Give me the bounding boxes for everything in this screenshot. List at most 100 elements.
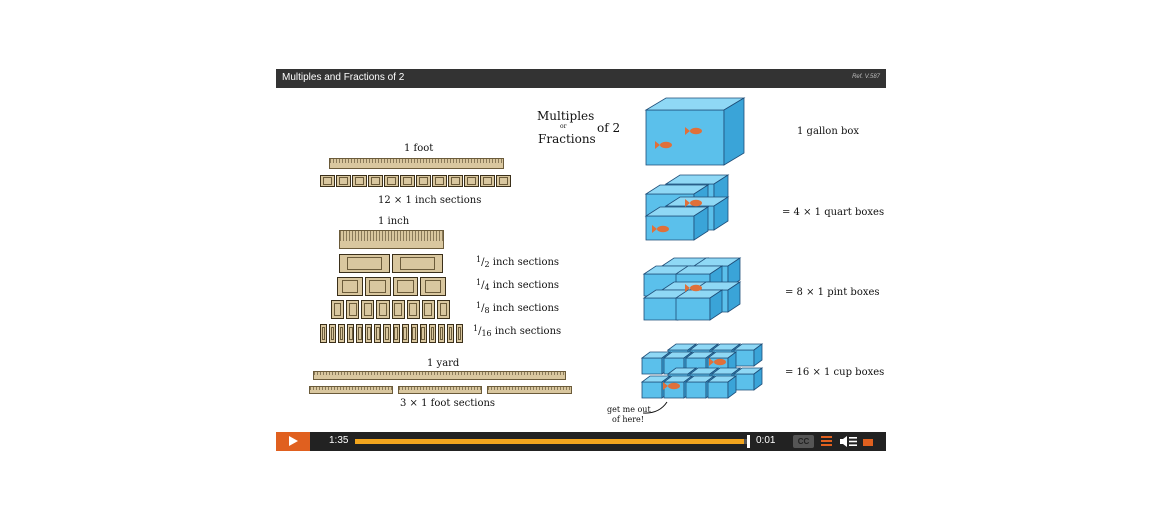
foot-section-segment xyxy=(464,175,479,187)
pint-box-front xyxy=(675,297,711,321)
inch-section-segment xyxy=(421,300,435,319)
fraction-label: 1/16 inch sections xyxy=(473,324,562,338)
yard-ruler-image xyxy=(313,371,566,380)
inch-section-segment xyxy=(339,254,390,273)
fraction-label: 1/4 inch sections xyxy=(476,278,560,292)
cup-box-front xyxy=(733,373,755,391)
fullscreen-icon[interactable] xyxy=(863,439,873,446)
foot-section-segment xyxy=(416,175,431,187)
quart-boxes-label: = 4 × 1 quart boxes xyxy=(782,207,885,218)
fraction-label: 1/2 inch sections xyxy=(476,255,560,269)
cup-box-side xyxy=(753,367,763,391)
volume-icon[interactable] xyxy=(839,435,859,448)
inch-section-segment xyxy=(391,300,405,319)
goldfish-tail xyxy=(709,358,714,366)
inch-section-segment xyxy=(331,300,345,319)
goldfish-tail xyxy=(685,284,690,292)
inch-section-segment xyxy=(361,300,375,319)
heading-multiples: Multiples xyxy=(537,109,595,123)
cup-box-side xyxy=(753,343,763,367)
goldfish-tail xyxy=(685,127,690,135)
gallon-box-label: 1 gallon box xyxy=(797,126,860,137)
goldfish-tail xyxy=(655,141,660,149)
pint-box-side xyxy=(727,257,741,289)
speech-pointer xyxy=(642,401,668,414)
pint-box-side xyxy=(727,281,741,313)
speech-line-1: get me out xyxy=(607,405,651,414)
progress-handle[interactable] xyxy=(747,435,750,448)
foot-section-segment xyxy=(352,175,367,187)
fraction-denominator: 4 xyxy=(484,283,490,292)
inch-section-segment xyxy=(346,300,360,319)
fraction-text: inch sections xyxy=(489,257,560,268)
cup-box-front xyxy=(685,381,707,399)
closed-captions-button[interactable]: CC xyxy=(793,435,814,448)
heading-or: or xyxy=(560,123,567,130)
foot-section-segment xyxy=(384,175,399,187)
goldfish-icon xyxy=(690,284,702,292)
title-bar: Multiples and Fractions of 2 Ref. V.587 xyxy=(276,69,886,88)
inch-section-segment xyxy=(364,277,391,296)
fraction-label: 1/8 inch sections xyxy=(476,301,560,315)
fraction-text: inch sections xyxy=(489,280,560,291)
inch-section-segment xyxy=(347,324,355,343)
goldfish-tail xyxy=(663,382,668,390)
play-button[interactable] xyxy=(276,432,310,451)
fraction-denominator: 2 xyxy=(484,260,490,269)
fraction-slash: / xyxy=(478,326,482,337)
inch-section-segment xyxy=(365,324,373,343)
video-title: Multiples and Fractions of 2 xyxy=(282,72,405,83)
gallon-box-side xyxy=(723,97,745,166)
yard-section-1 xyxy=(309,386,393,394)
cup-box-front xyxy=(733,349,755,367)
foot-section-segment xyxy=(480,175,495,187)
menu-icon[interactable] xyxy=(821,436,832,447)
fraction-numerator: 1 xyxy=(476,301,482,310)
inch-section-segment xyxy=(356,324,364,343)
inch-ruler-image xyxy=(339,230,444,249)
foot-label: 1 foot xyxy=(404,143,434,154)
goldfish-tail xyxy=(652,225,657,233)
yard-section-3 xyxy=(487,386,572,394)
fraction-text: inch sections xyxy=(489,303,560,314)
inch-label: 1 inch xyxy=(378,216,410,227)
progress-fill xyxy=(355,439,745,444)
quart-box-side xyxy=(693,206,709,241)
play-icon xyxy=(289,436,298,446)
inch-section-segment xyxy=(329,324,337,343)
fraction-denominator: 8 xyxy=(484,306,490,315)
inch-section-segment xyxy=(419,324,427,343)
inch-section-segment xyxy=(410,324,418,343)
reference-code: Ref. V.587 xyxy=(852,74,880,80)
goldfish-icon xyxy=(714,358,726,366)
cup-box-front xyxy=(707,381,729,399)
inch-section-segment xyxy=(320,324,328,343)
fraction-denominator: 16 xyxy=(481,329,492,338)
cup-box-side xyxy=(727,375,737,399)
inch-section-segment xyxy=(376,300,390,319)
speech-line-2: of here! xyxy=(612,415,644,424)
time-remaining: 0:01 xyxy=(756,435,776,446)
goldfish-tail xyxy=(685,199,690,207)
goldfish-icon xyxy=(657,225,669,233)
progress-bar[interactable] xyxy=(355,439,748,444)
fraction-numerator: 1 xyxy=(476,255,482,264)
inch-section-segment xyxy=(401,324,409,343)
inch-section-segment xyxy=(338,324,346,343)
goldfish-icon xyxy=(690,127,702,135)
inch-section-segment xyxy=(437,324,445,343)
foot-section-segment xyxy=(496,175,511,187)
inch-section-segment xyxy=(436,300,450,319)
inch-section-segment xyxy=(374,324,382,343)
fraction-text: inch sections xyxy=(491,326,562,337)
cup-boxes-label: = 16 × 1 cup boxes xyxy=(785,367,885,378)
video-player: Multiples and Fractions of 2 Ref. V.587 … xyxy=(276,69,886,451)
foot-section-segment xyxy=(368,175,383,187)
video-frame[interactable]: Multiples or Fractions of 2 1 foot 12 × … xyxy=(276,88,886,432)
inch-section-segment xyxy=(455,324,463,343)
pint-boxes-label: = 8 × 1 pint boxes xyxy=(785,287,880,298)
goldfish-icon xyxy=(660,141,672,149)
yard-sections-label: 3 × 1 foot sections xyxy=(400,398,496,409)
heading-fractions: Fractions xyxy=(538,132,596,146)
foot-section-segment xyxy=(400,175,415,187)
